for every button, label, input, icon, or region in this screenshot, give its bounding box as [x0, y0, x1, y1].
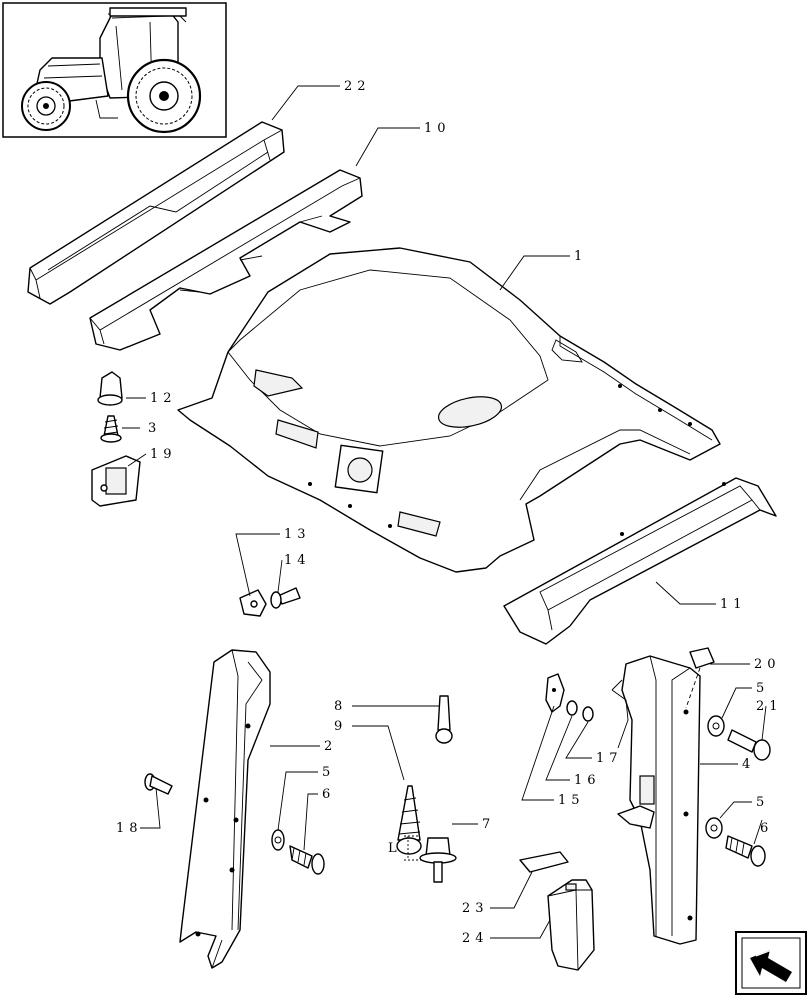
callout-12: 12: [150, 391, 177, 406]
part-5-washer-right-lower: [705, 817, 723, 839]
callout-6-right: 6: [760, 821, 773, 836]
part-22-trim-rail: [27, 121, 285, 305]
part-9-screw: [396, 785, 422, 855]
callout-14: 14: [284, 553, 311, 568]
part-5-washer-left: [271, 829, 285, 851]
callout-5-right-lower: 5: [756, 795, 769, 810]
part-13-bracket: [239, 589, 267, 617]
part-16-nut: [566, 700, 578, 716]
next-page-arrow-icon[interactable]: [735, 931, 807, 995]
callout-3: 3: [148, 421, 161, 436]
part-4-right-pillar: [611, 655, 701, 945]
callout-11: 11: [720, 597, 747, 612]
callout-13: 13: [284, 527, 311, 542]
part-20-clip: [685, 647, 715, 709]
part-24-pocket: [547, 879, 595, 971]
callout-8: 8: [334, 699, 347, 714]
callout-18: 18: [116, 821, 143, 836]
part-3-screw: [100, 415, 122, 443]
part-5-washer-right-upper: [707, 715, 725, 737]
callout-15: 15: [558, 793, 585, 808]
callout-19: 19: [150, 447, 177, 462]
part-12-plug: [97, 371, 123, 406]
part-10-inner-rail: [89, 169, 363, 351]
part-7-fastener: [404, 835, 457, 883]
callout-23: 23: [462, 901, 489, 916]
callout-21: 21: [756, 699, 783, 714]
callout-2: 2: [324, 739, 337, 754]
callout-1: 1: [574, 249, 587, 264]
part-21-bolt: [727, 729, 771, 761]
callout-17: 17: [596, 751, 623, 766]
part-6-screw-right: [725, 835, 766, 867]
callout-20: 20: [754, 657, 781, 672]
callout-labels: 22 10 1 12 3 19 13 14 11 2 5 6 18 8 9 7 …: [116, 79, 783, 946]
part-8-bolt: [435, 695, 453, 744]
part-11-front-trim: [503, 477, 777, 645]
part-15-clip: [545, 673, 565, 713]
callout-10: 10: [424, 121, 451, 136]
part-2-left-pillar: [179, 649, 271, 969]
callout-24: 24: [462, 931, 489, 946]
callout-5-left: 5: [322, 765, 335, 780]
callout-5-right-upper: 5: [756, 681, 769, 696]
dimension-l: L: [388, 841, 402, 856]
callout-4: 4: [742, 757, 755, 772]
part-17-washer: [582, 706, 594, 722]
part-23-clip: [519, 851, 569, 873]
part-19-clip: [91, 455, 141, 507]
part-18-screw: [144, 773, 173, 795]
callout-22: 22: [344, 79, 371, 94]
part-14-screw: [270, 587, 301, 609]
callout-9: 9: [334, 719, 347, 734]
tractor-thumbnail: [2, 2, 227, 138]
part-1-headliner: [177, 247, 721, 573]
callout-7: 7: [482, 817, 495, 832]
callout-6-left: 6: [322, 787, 335, 802]
leader-lines: [122, 85, 767, 939]
callout-16: 16: [574, 773, 601, 788]
part-6-screw-left: [289, 845, 325, 875]
